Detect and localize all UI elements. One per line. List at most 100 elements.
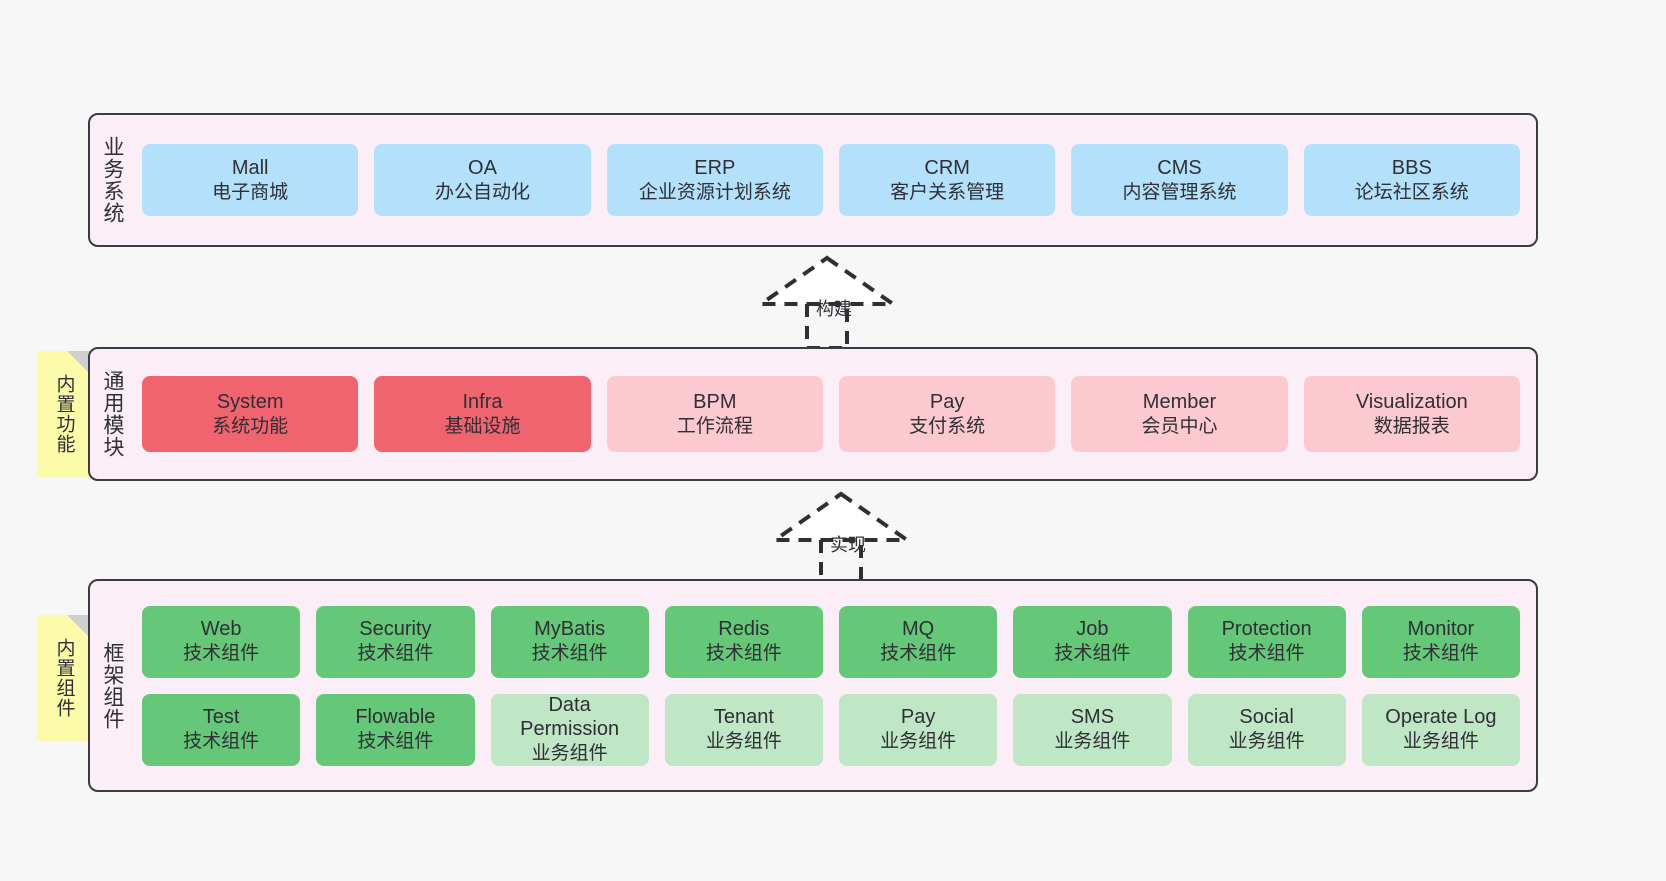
card-cms[interactable]: CMS 内容管理系统 <box>1071 144 1288 216</box>
card-visualization[interactable]: Visualization 数据报表 <box>1303 376 1520 452</box>
card-test-cn: 技术组件 <box>183 731 260 753</box>
card-pay-module-cn: 支付系统 <box>909 415 986 437</box>
card-job[interactable]: Job 技术组件 <box>1013 605 1172 678</box>
connector-implement-shape <box>768 491 914 586</box>
layer-common-modules-title: 通用模块 <box>100 370 124 458</box>
layer-business-system: 业务系统 Mall 电子商城 OA 办公自动化 ERP 企业资源计划系统 CRM… <box>88 113 1538 247</box>
card-infra[interactable]: Infra 基础设施 <box>374 376 591 452</box>
card-sms[interactable]: SMS 业务组件 <box>1013 693 1172 766</box>
note-builtin-features: 内置功能 <box>37 351 91 477</box>
card-bbs[interactable]: BBS 论坛社区系统 <box>1303 144 1520 216</box>
card-monitor-en: Monitor <box>1407 618 1475 641</box>
card-system-cn: 系统功能 <box>212 415 289 437</box>
card-mall[interactable]: Mall 电子商城 <box>142 144 359 216</box>
connector-build-shape <box>754 255 900 350</box>
business-system-card-row: Mall 电子商城 OA 办公自动化 ERP 企业资源计划系统 CRM 客户关系… <box>142 144 1520 216</box>
card-data-permission-cn: 业务组件 <box>531 743 608 765</box>
card-visualization-cn: 数据报表 <box>1373 415 1450 437</box>
layer-business-system-title: 业务系统 <box>100 136 124 224</box>
card-web[interactable]: Web 技术组件 <box>142 605 301 678</box>
card-oa[interactable]: OA 办公自动化 <box>374 144 591 216</box>
card-protection-en: Protection <box>1221 618 1312 641</box>
framework-business-row: Test 技术组件 Flowable 技术组件 Data Permission … <box>142 693 1520 766</box>
card-erp-cn: 企业资源计划系统 <box>638 181 791 203</box>
card-oa-en: OA <box>468 156 497 179</box>
card-crm[interactable]: CRM 客户关系管理 <box>838 144 1056 216</box>
layer-common-modules: 通用模块 System 系统功能 Infra 基础设施 BPM 工作流程 Pay… <box>88 347 1538 481</box>
connector-build: 构建 <box>752 254 902 350</box>
card-crm-cn: 客户关系管理 <box>890 181 1005 203</box>
card-visualization-en: Visualization <box>1355 390 1468 413</box>
card-member[interactable]: Member 会员中心 <box>1071 376 1288 452</box>
layer-common-modules-body: System 系统功能 Infra 基础设施 BPM 工作流程 Pay 支付系统… <box>134 349 1536 479</box>
card-mq[interactable]: MQ 技术组件 <box>839 605 998 678</box>
card-test[interactable]: Test 技术组件 <box>142 693 301 766</box>
card-sms-cn: 业务组件 <box>1054 731 1131 753</box>
connector-implement-label: 实现 <box>830 535 866 555</box>
card-redis-cn: 技术组件 <box>705 643 782 665</box>
card-oa-cn: 办公自动化 <box>434 181 530 203</box>
card-operate-log[interactable]: Operate Log 业务组件 <box>1361 693 1520 766</box>
card-social[interactable]: Social 业务组件 <box>1187 693 1346 766</box>
card-mall-cn: 电子商城 <box>212 181 289 203</box>
card-tenant-en: Tenant <box>713 706 774 729</box>
card-tenant[interactable]: Tenant 业务组件 <box>664 693 823 766</box>
card-flowable-cn: 技术组件 <box>357 731 434 753</box>
card-pay-component-en: Pay <box>900 706 936 729</box>
layer-framework-components: 框架组件 Web 技术组件 Security 技术组件 MyBatis 技术组件… <box>88 579 1538 792</box>
note-builtin-components-text: 内置组件 <box>53 638 75 718</box>
card-erp[interactable]: ERP 企业资源计划系统 <box>606 144 823 216</box>
card-data-permission[interactable]: Data Permission 业务组件 <box>490 693 649 766</box>
card-tenant-cn: 业务组件 <box>705 731 782 753</box>
card-monitor-cn: 技术组件 <box>1402 643 1479 665</box>
card-system[interactable]: System 系统功能 <box>142 376 359 452</box>
card-social-cn: 业务组件 <box>1228 731 1305 753</box>
card-mq-en: MQ <box>902 618 935 641</box>
card-mq-cn: 技术组件 <box>880 643 957 665</box>
card-infra-en: Infra <box>462 390 503 413</box>
connector-implement: 实现 <box>766 490 916 586</box>
card-monitor[interactable]: Monitor 技术组件 <box>1361 605 1520 678</box>
card-pay-component[interactable]: Pay 业务组件 <box>839 693 998 766</box>
card-cms-cn: 内容管理系统 <box>1122 181 1237 203</box>
card-protection[interactable]: Protection 技术组件 <box>1187 605 1346 678</box>
card-security-en: Security <box>359 618 432 641</box>
connector-build-label: 构建 <box>816 299 852 319</box>
card-bbs-en: BBS <box>1391 156 1432 179</box>
card-flowable[interactable]: Flowable 技术组件 <box>316 693 475 766</box>
card-bpm-en: BPM <box>693 390 737 413</box>
card-bbs-cn: 论坛社区系统 <box>1354 181 1469 203</box>
layer-framework-components-title: 框架组件 <box>100 641 124 730</box>
card-test-en: Test <box>202 706 240 729</box>
card-security-cn: 技术组件 <box>357 643 434 665</box>
card-operate-log-cn: 业务组件 <box>1402 731 1479 753</box>
layer-business-system-body: Mall 电子商城 OA 办公自动化 ERP 企业资源计划系统 CRM 客户关系… <box>134 115 1536 245</box>
card-operate-log-en: Operate Log <box>1385 706 1497 729</box>
card-cms-en: CMS <box>1157 156 1202 179</box>
note-builtin-features-text: 内置功能 <box>53 374 75 454</box>
card-bpm-cn: 工作流程 <box>676 415 753 437</box>
card-mybatis[interactable]: MyBatis 技术组件 <box>490 605 649 678</box>
card-bpm[interactable]: BPM 工作流程 <box>606 376 823 452</box>
card-redis[interactable]: Redis 技术组件 <box>664 605 823 678</box>
card-data-permission-en: Data Permission <box>520 694 620 741</box>
card-security[interactable]: Security 技术组件 <box>316 605 475 678</box>
card-pay-module[interactable]: Pay 支付系统 <box>838 376 1056 452</box>
card-pay-component-cn: 业务组件 <box>880 731 957 753</box>
card-job-en: Job <box>1076 618 1109 641</box>
card-redis-en: Redis <box>718 618 770 641</box>
framework-tech-row: Web 技术组件 Security 技术组件 MyBatis 技术组件 Redi… <box>142 605 1520 678</box>
card-web-cn: 技术组件 <box>183 643 260 665</box>
card-mybatis-cn: 技术组件 <box>531 643 608 665</box>
card-infra-cn: 基础设施 <box>444 415 521 437</box>
card-member-cn: 会员中心 <box>1141 415 1218 437</box>
card-flowable-en: Flowable <box>355 706 436 729</box>
card-system-en: System <box>216 390 284 413</box>
layer-framework-components-body: Web 技术组件 Security 技术组件 MyBatis 技术组件 Redi… <box>134 581 1536 790</box>
card-member-en: Member <box>1142 390 1217 413</box>
card-erp-en: ERP <box>694 156 736 179</box>
card-web-en: Web <box>200 618 242 641</box>
card-mall-en: Mall <box>231 156 269 179</box>
card-sms-en: SMS <box>1070 706 1115 729</box>
